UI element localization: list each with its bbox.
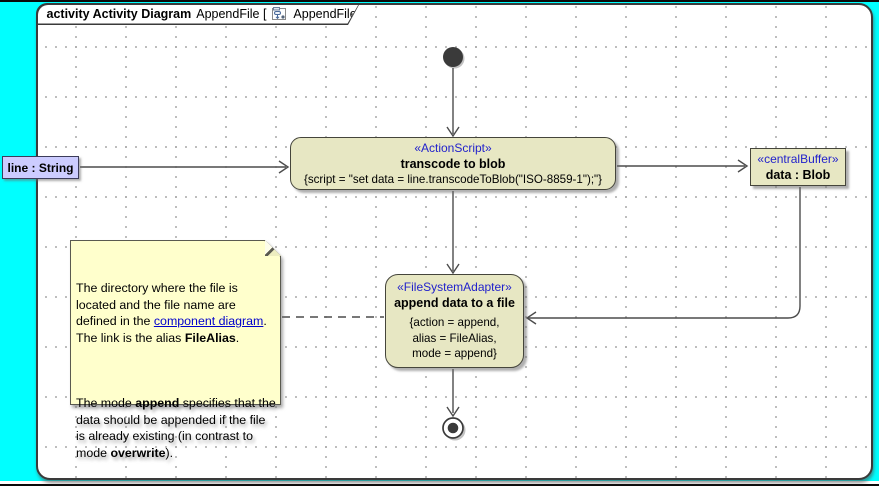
central-buffer-name: data : Blob bbox=[765, 167, 831, 182]
action-append-body-line: alias = FileAlias, bbox=[412, 331, 497, 345]
action-append-name: append data to a file bbox=[394, 296, 515, 311]
edge-param-to-transcode-arrowhead bbox=[278, 160, 290, 174]
action-transcode-to-blob[interactable]: «ActionScript» transcode to blob {script… bbox=[290, 137, 616, 190]
edge-append-to-final-arrowhead bbox=[446, 406, 460, 418]
frame-name-label-close: AppendFile ] bbox=[293, 6, 364, 21]
action-transcode-script: {script = "set data = line.transcodeToBl… bbox=[303, 172, 603, 186]
edge-buffer-to-append[interactable] bbox=[528, 187, 801, 319]
central-buffer-stereotype: «centralBuffer» bbox=[757, 151, 839, 166]
note-text-segment: overwrite bbox=[110, 445, 166, 460]
note-text-segment: The directory where the file is located … bbox=[76, 281, 238, 328]
note-text-segment: ). bbox=[165, 445, 174, 460]
edge-transcode-to-append-arrowhead bbox=[446, 263, 460, 275]
activity-parameter-label: line : String bbox=[7, 160, 74, 175]
final-node-core bbox=[447, 422, 459, 434]
action-append-body-line: mode = append} bbox=[412, 347, 497, 361]
action-append-data-to-file[interactable]: «FileSystemAdapter» append data to a fil… bbox=[385, 274, 524, 368]
initial-node[interactable] bbox=[443, 47, 463, 67]
frame-kind-label: activity Activity Diagram bbox=[46, 6, 192, 21]
note-paragraph: The mode append specifies that the data … bbox=[76, 395, 276, 461]
frame-header-tab[interactable]: activity Activity Diagram AppendFile [ A… bbox=[36, 3, 360, 25]
note-text-segment: . bbox=[235, 330, 240, 345]
note-background bbox=[71, 241, 280, 404]
edge-transcode-to-buffer-arrowhead bbox=[737, 159, 749, 173]
note-text-segment: The mode bbox=[76, 396, 136, 410]
note-text-segment: specifies that the data should be append… bbox=[76, 396, 276, 460]
activity-parameter-line-string[interactable]: line : String bbox=[2, 156, 79, 179]
central-buffer-data-blob[interactable]: «centralBuffer» data : Blob bbox=[750, 148, 846, 186]
frame-name-label: AppendFile [ bbox=[196, 6, 267, 21]
component-diagram-link[interactable]: component diagram bbox=[153, 314, 264, 328]
window-top-edge bbox=[0, 0, 879, 2]
edge-initial-to-transcode-arrowhead bbox=[446, 126, 460, 138]
note-text: The directory where the file is located … bbox=[70, 240, 281, 460]
edge-buffer-to-append-arrowhead bbox=[525, 311, 537, 325]
action-transcode-stereotype: «ActionScript» bbox=[414, 140, 492, 155]
window-bottom-strip bbox=[0, 481, 879, 484]
note-text-segment: . The link is the alias bbox=[76, 314, 267, 345]
note-text-segment: FileAlias bbox=[184, 330, 236, 345]
action-transcode-name: transcode to blob bbox=[400, 156, 506, 171]
window-bottom-edge bbox=[0, 484, 879, 486]
note-text-segment: append bbox=[135, 396, 180, 410]
comment-note[interactable]: The directory where the file is located … bbox=[70, 240, 281, 460]
action-append-stereotype: «FileSystemAdapter» bbox=[397, 280, 512, 295]
action-append-body-line: {action = append, bbox=[409, 316, 500, 330]
activity-diagram-icon bbox=[272, 7, 287, 21]
note-paragraph: The directory where the file is located … bbox=[76, 280, 276, 346]
